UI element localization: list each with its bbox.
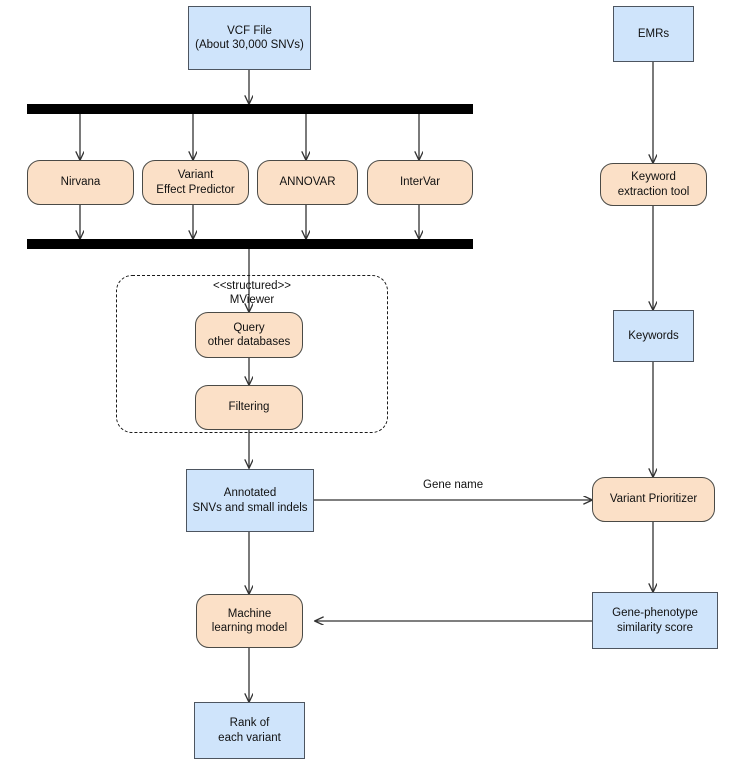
join-bar-bottom	[27, 239, 473, 249]
node-keyword-extraction-tool-label: Keyword extraction tool	[617, 171, 690, 198]
node-keywords[interactable]: Keywords	[613, 310, 694, 362]
node-query-other-databases[interactable]: Query other databases	[195, 312, 303, 358]
node-machine-learning-model-label: Machine learning model	[211, 607, 288, 634]
group-mviewer-label: <<structured>> MViewer	[213, 280, 291, 307]
node-gene-phenotype-similarity-score-label: Gene-phenotype similarity score	[612, 607, 698, 634]
node-keyword-extraction-tool[interactable]: Keyword extraction tool	[600, 163, 707, 206]
node-intervar[interactable]: InterVar	[367, 160, 473, 205]
node-emrs-label: EMRs	[637, 27, 670, 40]
node-annotated-snvs[interactable]: Annotated SNVs and small indels	[186, 469, 314, 532]
node-filtering[interactable]: Filtering	[195, 385, 303, 430]
edge-label-gene-name: Gene name	[420, 479, 487, 491]
node-vcf-file-label: VCF File (About 30,000 SNVs)	[195, 24, 304, 51]
node-machine-learning-model[interactable]: Machine learning model	[196, 594, 303, 648]
node-variant-prioritizer[interactable]: Variant Prioritizer	[592, 477, 715, 522]
node-filtering-label: Filtering	[228, 401, 270, 414]
node-query-other-databases-label: Query other databases	[207, 321, 291, 348]
node-rank-of-each-variant[interactable]: Rank of each variant	[194, 702, 305, 759]
fork-bar-top	[27, 104, 473, 114]
node-intervar-label: InterVar	[399, 176, 441, 189]
node-annovar[interactable]: ANNOVAR	[257, 160, 358, 205]
node-emrs[interactable]: EMRs	[613, 6, 694, 62]
node-variant-effect-predictor-label: Variant Effect Predictor	[156, 169, 235, 196]
node-vcf-file[interactable]: VCF File (About 30,000 SNVs)	[188, 6, 311, 70]
node-gene-phenotype-similarity-score[interactable]: Gene-phenotype similarity score	[592, 592, 718, 649]
node-nirvana-label: Nirvana	[60, 176, 101, 189]
node-variant-effect-predictor[interactable]: Variant Effect Predictor	[142, 160, 249, 205]
group-mviewer	[116, 275, 388, 433]
node-annotated-snvs-label: Annotated SNVs and small indels	[192, 487, 308, 514]
node-annovar-label: ANNOVAR	[279, 176, 336, 189]
node-keywords-label: Keywords	[628, 329, 679, 342]
node-rank-of-each-variant-label: Rank of each variant	[218, 717, 281, 744]
node-nirvana[interactable]: Nirvana	[27, 160, 134, 205]
node-variant-prioritizer-label: Variant Prioritizer	[609, 493, 698, 506]
